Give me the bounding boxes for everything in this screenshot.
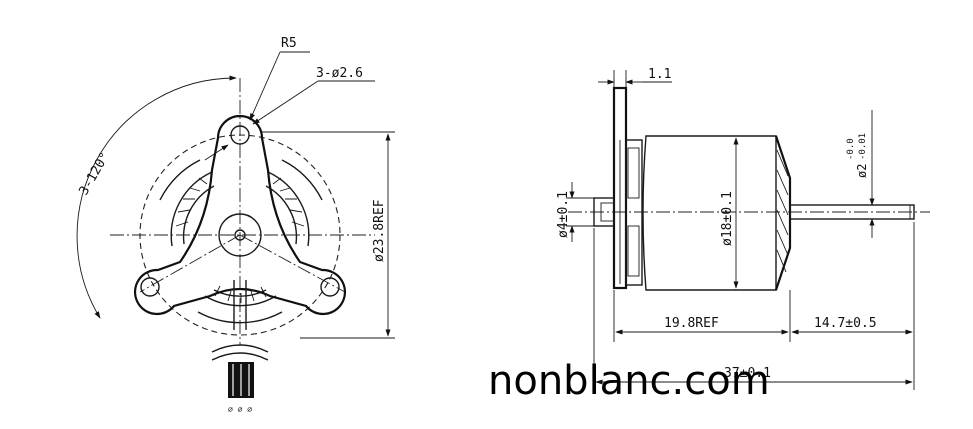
r5-leader	[249, 51, 281, 121]
shaft-length-label: 14.7±0.5	[814, 316, 877, 331]
side-flange-neck	[625, 139, 643, 286]
shaft-tol-upper: -0.0	[846, 138, 856, 160]
shaft-tol-lower: -0.01	[858, 133, 868, 160]
wire-break-curve-2	[211, 352, 269, 361]
body-outline-arc-left	[159, 159, 201, 201]
boss-dia-label: ø4±0.1	[556, 191, 571, 238]
watermark-text: nonblanc.com	[488, 358, 770, 404]
front-centerline-left-lug	[139, 234, 241, 293]
front-view: R5 3-ø2.6 3-120° ø23.8REF ⌀ ⌀ ⌀	[76, 36, 395, 414]
body-dia-label: ø18±0.1	[720, 191, 735, 246]
winding-arc-right-inner	[265, 185, 298, 245]
side-motor-can	[642, 135, 777, 291]
mounting-hole-right	[320, 277, 340, 297]
side-neck-cutout-top	[627, 147, 640, 199]
r5-label: R5	[281, 36, 297, 51]
side-neck-cutout-bottom	[627, 225, 640, 277]
total-length-label: 37±0.1	[724, 366, 771, 381]
flange-thk-label: 1.1	[648, 67, 671, 82]
shaft-dia-label: ø2	[855, 164, 869, 178]
holes-leader	[252, 80, 319, 125]
holes-label: 3-ø2.6	[316, 66, 363, 81]
winding-arc-bottom-outer	[204, 295, 277, 307]
side-rotor-hatch	[776, 149, 789, 273]
front-centerline-right-lug	[239, 234, 346, 293]
body-outline-arc-right	[281, 159, 323, 201]
side-front-boss-inner	[600, 202, 615, 222]
body-length-label: 19.8REF	[664, 316, 719, 331]
winding-arc-right-outer	[267, 171, 310, 247]
side-view: 1.1 ø4±0.1 ø18±0.1 ø2 -0.0 -0.01 19.8REF…	[556, 67, 930, 390]
side-output-shaft	[789, 204, 915, 220]
wire-break-curve-1	[211, 344, 269, 353]
mounting-hole-left	[140, 277, 160, 297]
flange-dia-label: ø23.8REF	[372, 199, 387, 262]
angle-label: 3-120°	[76, 150, 112, 198]
wire-marks: ⌀ ⌀ ⌀	[228, 405, 252, 414]
angle-dimension-arc	[76, 75, 237, 319]
winding-hatch-right	[272, 177, 305, 227]
